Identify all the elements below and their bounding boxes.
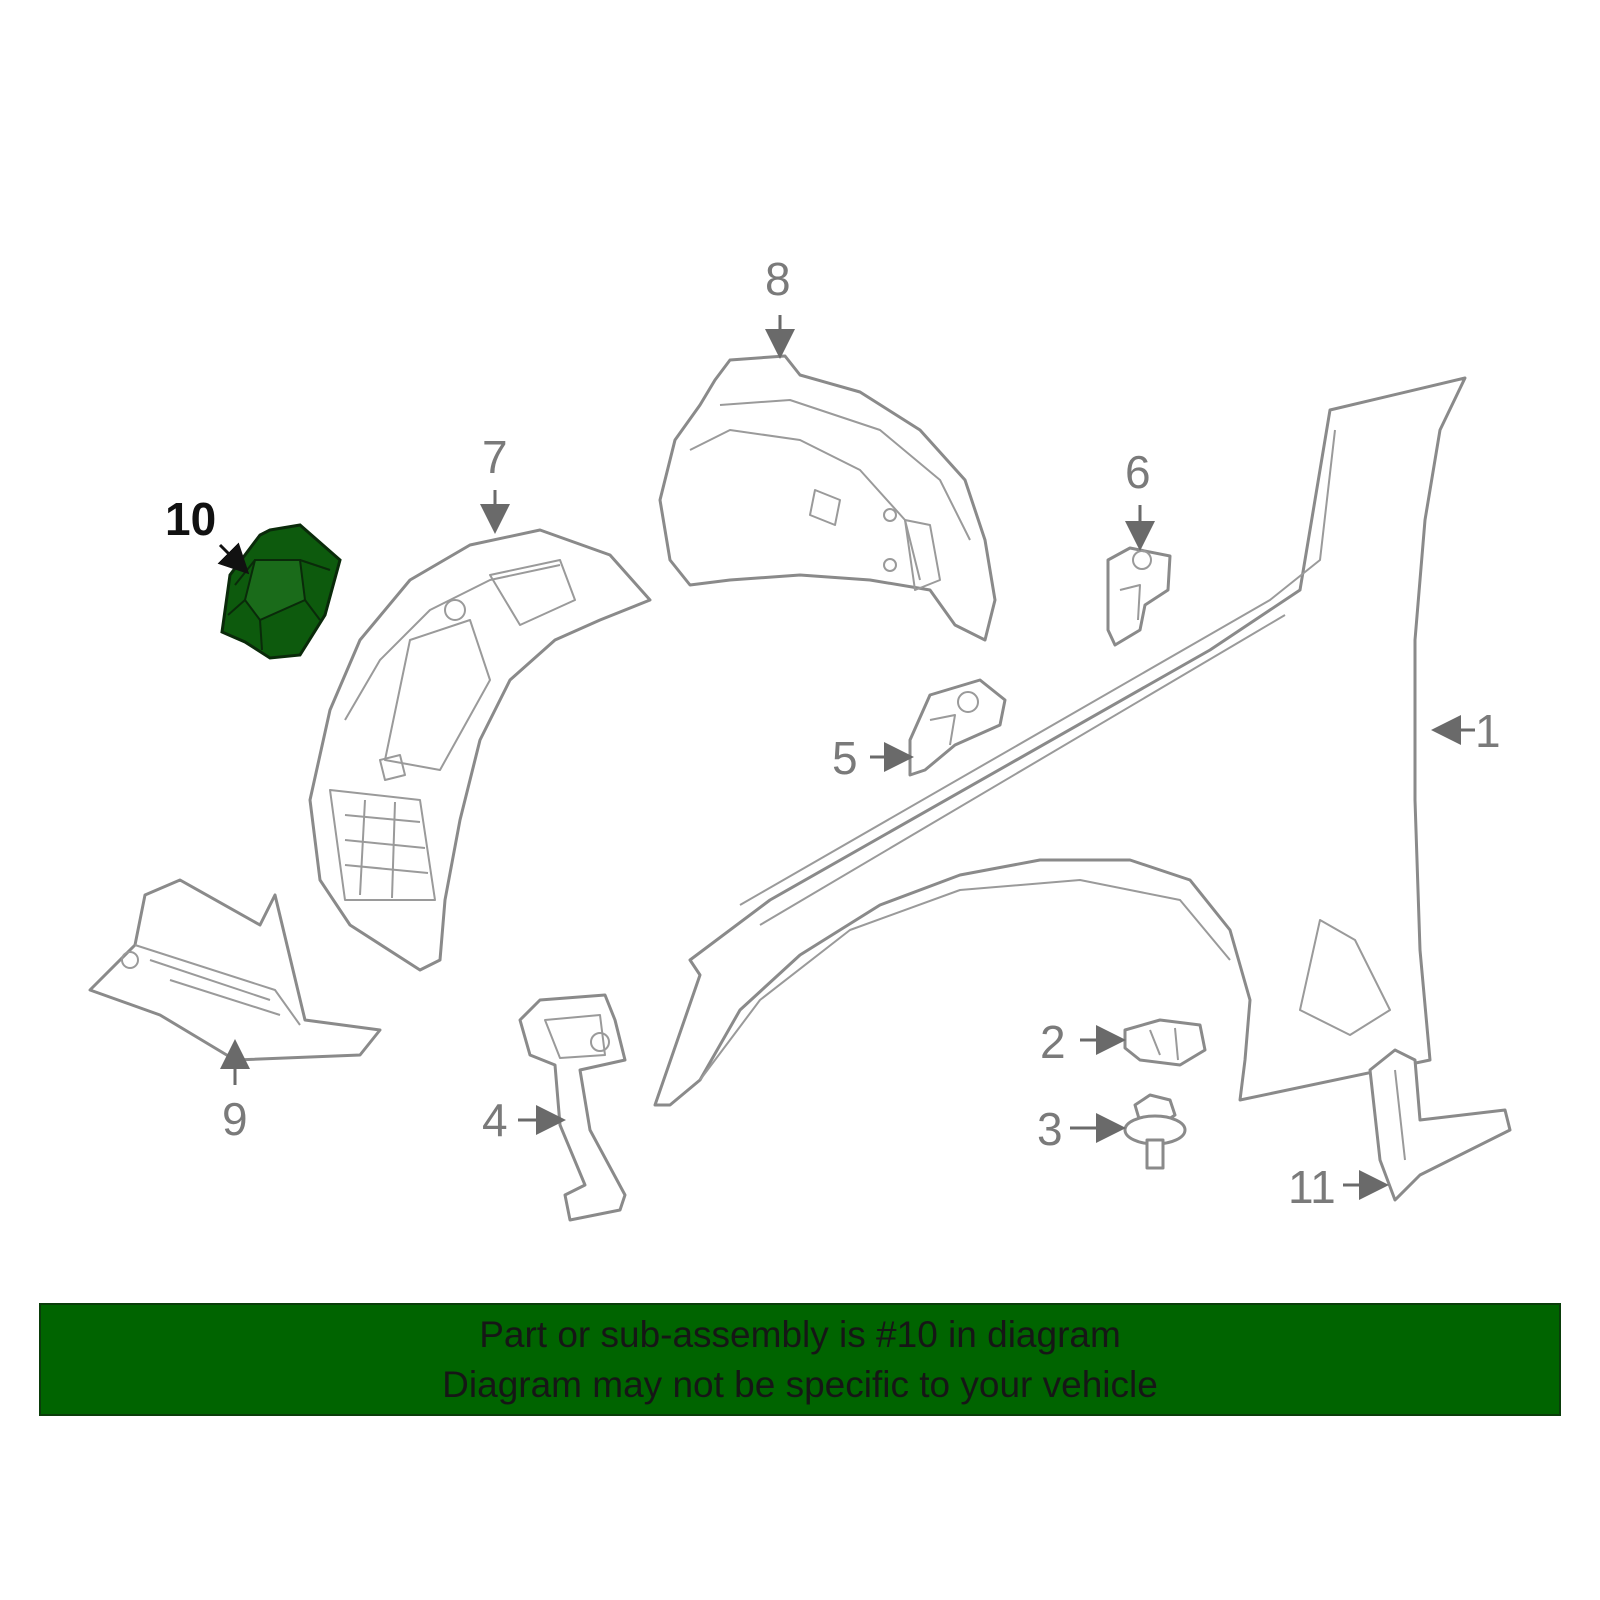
callout-label-1: 1 <box>1475 705 1501 757</box>
bracket-part-5 <box>908 678 1007 777</box>
callout-label-5: 5 <box>832 732 858 784</box>
wheelhouse-liner-front-part <box>308 528 652 972</box>
callout-arrow-10 <box>217 542 250 575</box>
callout-label-2: 2 <box>1040 1016 1066 1068</box>
bolt-part-3 <box>1123 1093 1187 1170</box>
callout-label-4: 4 <box>482 1094 508 1146</box>
bracket-part-4 <box>518 993 627 1222</box>
trim-part-11 <box>1368 1048 1512 1202</box>
callout-label-9: 9 <box>222 1093 248 1145</box>
clip-nut-part-2 <box>1123 1018 1207 1067</box>
callout-label-6: 6 <box>1125 446 1151 498</box>
callout-label-8: 8 <box>765 253 791 305</box>
info-banner: Part or sub-assembly is #10 in diagram D… <box>39 1303 1561 1416</box>
fender-part <box>653 376 1467 1107</box>
banner-line-2: Diagram may not be specific to your vehi… <box>442 1364 1158 1405</box>
banner-line-1: Part or sub-assembly is #10 in diagram <box>479 1314 1121 1355</box>
callout-label-11: 11 <box>1288 1161 1336 1213</box>
callout-label-10: 10 <box>165 493 216 545</box>
callout-label-3: 3 <box>1037 1103 1063 1155</box>
bracket-part-6 <box>1106 546 1172 647</box>
wheelhouse-liner-upper-part <box>658 354 997 642</box>
cover-part-10-highlighted <box>220 523 342 660</box>
callout-label-7: 7 <box>482 431 508 483</box>
